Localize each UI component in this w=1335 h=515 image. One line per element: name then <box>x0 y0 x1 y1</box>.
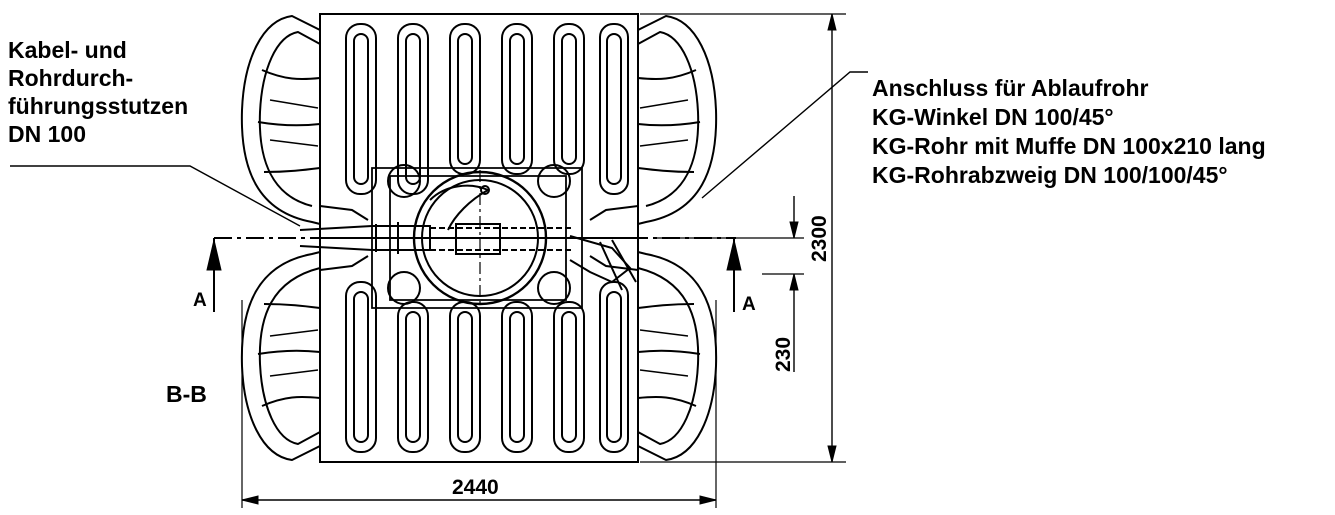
section-marker-right: A <box>742 294 756 315</box>
left-callout: Kabel- und Rohrdurch- führungsstutzen DN… <box>8 37 188 147</box>
section-arrow-right <box>726 238 742 312</box>
svg-text:Rohrdurch-: Rohrdurch- <box>8 65 133 91</box>
section-arrow-left <box>206 238 222 312</box>
svg-text:KG-Rohr mit Muffe DN 100x210 l: KG-Rohr mit Muffe DN 100x210 lang <box>872 133 1266 159</box>
offset-dimension-value: 230 <box>772 337 795 372</box>
width-dimension <box>241 300 717 508</box>
height-dimension <box>640 13 846 463</box>
section-marker-left: A <box>193 290 207 311</box>
left-leader-line <box>10 165 301 227</box>
svg-text:KG-Rohrabzweig DN 100/100/45°: KG-Rohrabzweig DN 100/100/45° <box>872 162 1228 188</box>
height-dimension-value: 2300 <box>808 215 831 262</box>
svg-text:Anschluss für Ablaufrohr: Anschluss für Ablaufrohr <box>872 75 1148 101</box>
svg-text:DN 100: DN 100 <box>8 121 86 147</box>
svg-text:führungsstutzen: führungsstutzen <box>8 93 188 119</box>
offset-dimension <box>656 196 804 372</box>
upper-left-lobe <box>240 14 321 225</box>
svg-text:Kabel- und: Kabel- und <box>8 37 127 63</box>
right-callout: Anschluss für Ablaufrohr KG-Winkel DN 10… <box>872 75 1266 188</box>
width-dimension-value: 2440 <box>452 476 499 499</box>
right-leader-line <box>701 71 868 199</box>
lower-right-lobe <box>637 251 718 462</box>
right-pipe-stub <box>569 235 632 284</box>
lower-left-lobe <box>240 251 321 462</box>
section-view-label: B-B <box>166 381 207 407</box>
svg-text:KG-Winkel DN 100/45°: KG-Winkel DN 100/45° <box>872 104 1114 130</box>
upper-ribs <box>345 23 629 195</box>
upper-right-lobe <box>637 14 718 225</box>
